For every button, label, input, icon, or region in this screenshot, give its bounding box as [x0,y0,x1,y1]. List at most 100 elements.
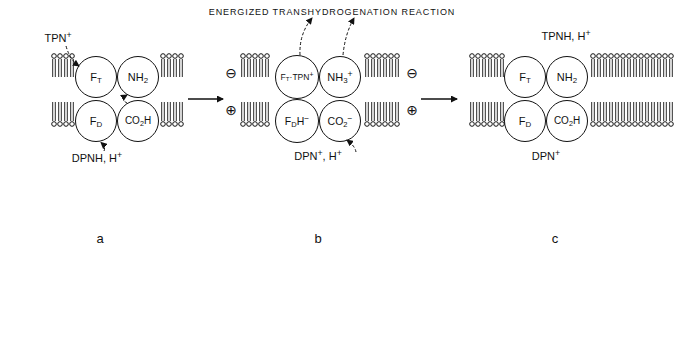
lipid-tail [624,59,625,77]
lipid-tail [70,102,71,121]
lipid-tail [609,102,610,121]
lipid-tail [368,102,369,121]
reaction-arrow [421,98,457,99]
lipid-tail [606,59,607,77]
lipid-head [161,54,166,59]
lipid-tail [389,59,390,77]
panel-letter: b [314,232,321,246]
subunit-label: FT·TPN+ [281,73,314,82]
lipid-head [395,122,400,127]
lipid-tail [392,102,393,121]
lipid-tail [64,102,65,121]
lipid-tail [594,59,595,77]
lipid-tail [660,59,661,77]
reactant-label: ⊕ [406,103,418,118]
lipid-head [265,122,270,127]
lipid-tail [262,102,263,121]
lipid-tail [485,102,486,121]
lipid-tail [491,102,492,121]
lipid-head [241,122,246,127]
protein-subunit-circle: CO2− [319,100,361,142]
lipid-head [383,54,388,59]
lipid-tail [639,102,640,121]
lipid-tail [268,102,269,121]
lipid-head [494,54,499,59]
lipid-head [663,54,668,59]
panel-letter: a [96,232,103,246]
lipid-tail [615,59,616,77]
lipid-tail [621,59,622,77]
lipid-tail [603,102,604,121]
subunit-label: FT [519,72,531,83]
subunit-label: CO2H [554,116,580,126]
lipid-tail [624,102,625,121]
lipid-tail [654,102,655,121]
lipid-head [52,122,57,127]
lipid-tail [167,59,168,77]
lipid-tail [64,59,65,77]
lipid-tail [368,59,369,77]
lipid-tail [73,102,74,121]
lipid-tail [268,59,269,77]
lipid-head [615,54,620,59]
subunit-label: NH2 [557,72,577,83]
lipid-head [627,54,632,59]
lipid-tail [603,59,604,77]
lipid-tail [164,59,165,77]
lipid-tail [672,59,673,77]
lipid-head [179,54,184,59]
lipid-head [371,122,376,127]
lipid-tail [58,59,59,77]
lipid-tail [371,102,372,121]
lipid-tail [395,59,396,77]
lipid-tail [398,59,399,77]
lipid-tail [591,59,592,77]
dashed-connector [124,95,128,103]
reaction-arrow [188,98,223,99]
lipid-tail [500,59,501,77]
lipid-head [179,122,184,127]
subunit-label: NH2 [128,72,148,83]
lipid-head [482,122,487,127]
lipid-head [609,122,614,127]
lipid-tail [663,102,664,121]
lipid-head [591,122,596,127]
lipid-tail [488,102,489,121]
lipid-head [669,122,674,127]
lipid-head [58,54,63,59]
lipid-tail [630,102,631,121]
protein-subunit-circle: FD [504,100,546,142]
lipid-tail [660,102,661,121]
diagram-title: ENERGIZED TRANSHYDROGENATION REACTION [209,8,456,18]
reactant-label: DPN+, H+ [294,150,342,163]
lipid-tail [244,102,245,121]
lipid-tail [482,59,483,77]
lipid-tail [654,59,655,77]
lipid-tail [642,102,643,121]
lipid-tail [491,59,492,77]
protein-subunit-circle: NH2 [546,56,588,98]
lipid-tail [253,59,254,77]
protein-subunit-circle: FDH− [275,99,319,143]
lipid-tail [55,102,56,121]
lipid-tail [250,102,251,121]
protein-subunit-circle: CO2H [546,100,588,142]
lipid-head [603,122,608,127]
lipid-head [669,54,674,59]
lipid-head [371,54,376,59]
lipid-head [633,122,638,127]
lipid-tail [497,102,498,121]
lipid-tail [52,59,53,77]
lipid-tail [241,59,242,77]
protein-subunit-circle: NH2 [117,56,159,98]
lipid-head [58,122,63,127]
lipid-tail [265,102,266,121]
lipid-tail [262,59,263,77]
lipid-tail [173,59,174,77]
lipid-tail [636,102,637,121]
lipid-tail [256,59,257,77]
reactant-label: DPNH, H+ [72,152,122,165]
lipid-head [389,122,394,127]
lipid-tail [386,102,387,121]
